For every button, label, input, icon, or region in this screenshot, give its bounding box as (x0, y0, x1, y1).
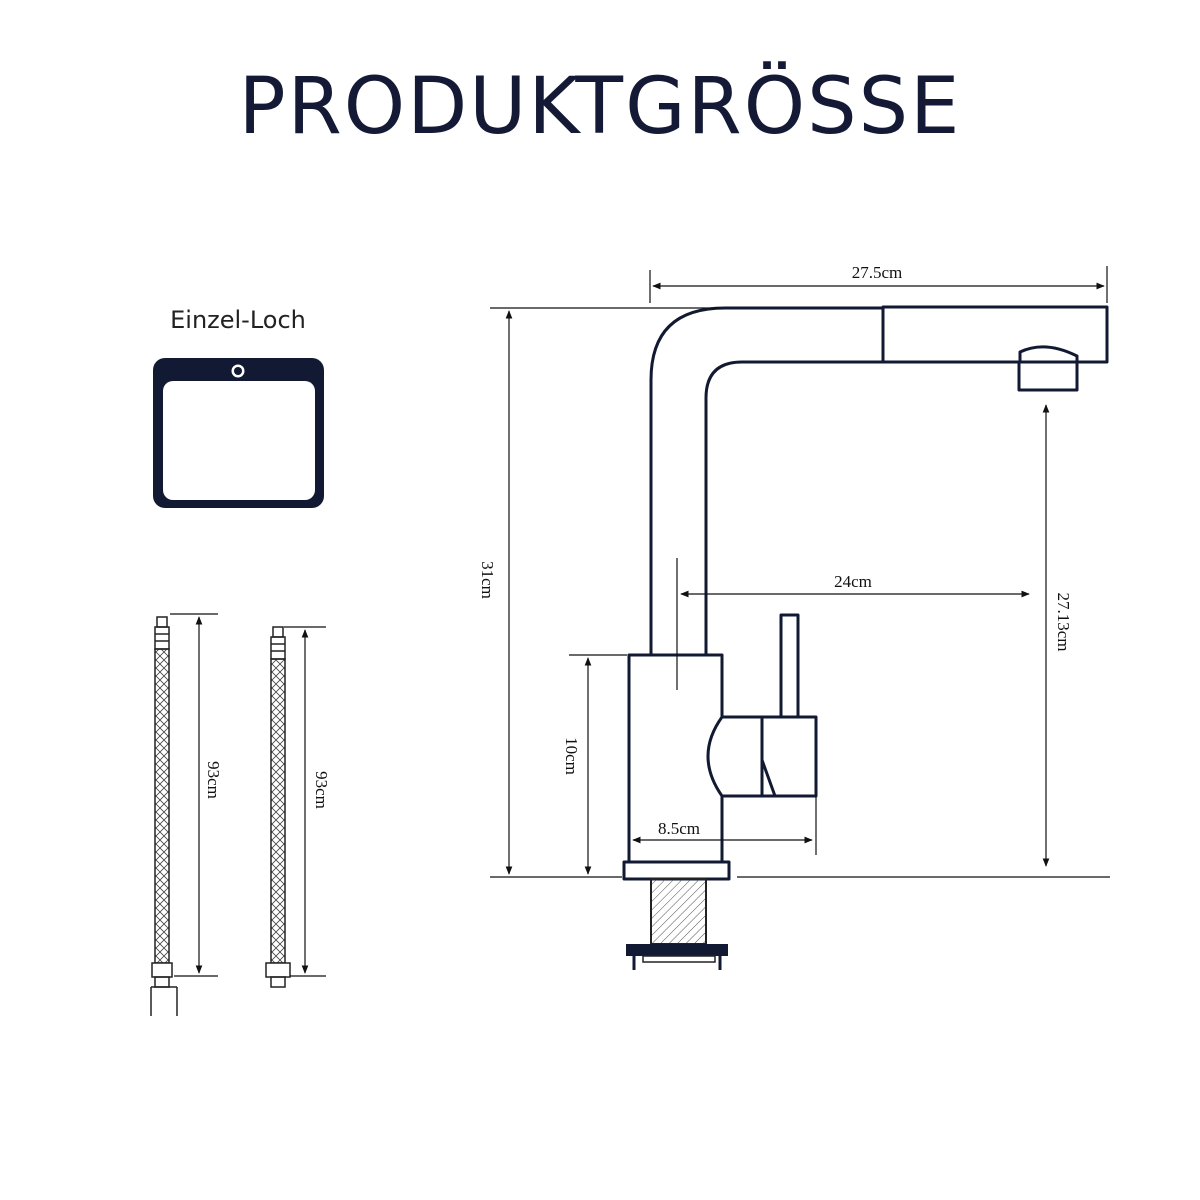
faucet-icon (622, 305, 1109, 881)
mounting-shank-icon (626, 878, 728, 970)
spout-height-label: 27.13cm (1054, 592, 1073, 651)
hose-2-icon (265, 626, 291, 988)
hose-1-length-label: 93cm (204, 761, 223, 799)
single-hole-label: Einzel-Loch (170, 306, 306, 334)
hose-2-length-label: 93cm (312, 771, 331, 809)
page-title: PRODUKTGRÖSSE (238, 62, 962, 152)
hose-1-dimension (170, 613, 218, 977)
faucet-dimensions (490, 266, 1110, 878)
total-length-label: 27.5cm (852, 263, 903, 282)
total-height-label: 31cm (478, 561, 497, 599)
base-width-label: 8.5cm (658, 819, 700, 838)
sink-icon (153, 358, 324, 508)
hose-1-icon (150, 616, 178, 1016)
hose-2-dimension (284, 626, 326, 977)
reach-label: 24cm (834, 572, 872, 591)
body-height-label: 10cm (562, 737, 581, 775)
